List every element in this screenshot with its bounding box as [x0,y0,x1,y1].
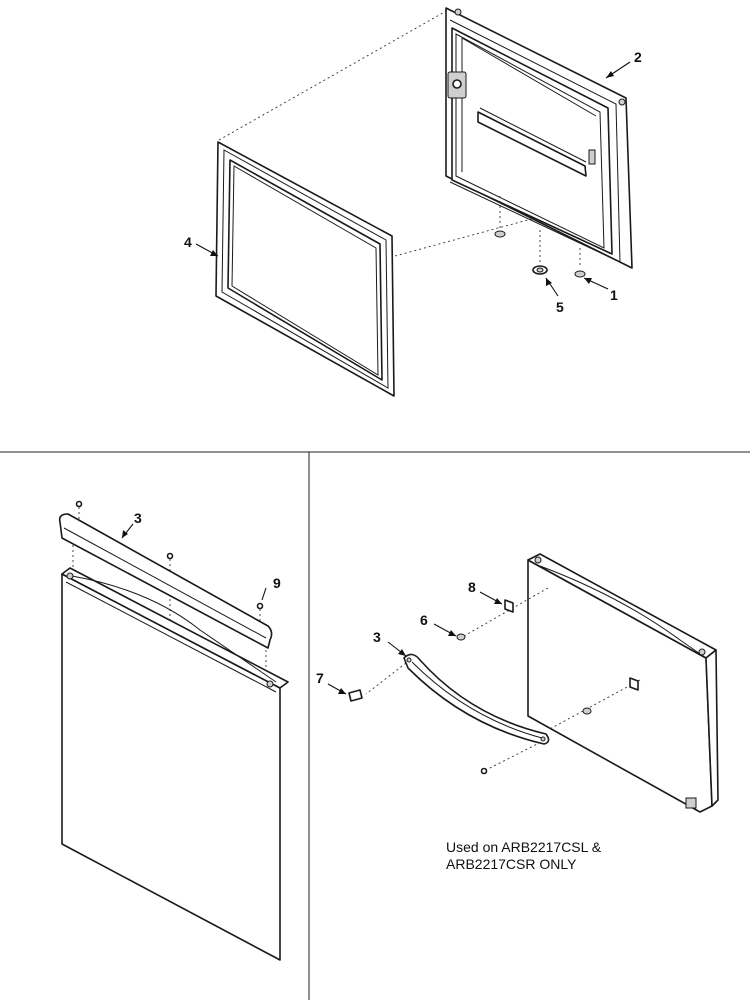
callout-6: 6 [420,612,428,628]
model-note-line-1: Used on ARB2217CSL & [446,839,602,855]
door-gasket [215,141,395,397]
handle-bracket-upper [504,599,514,613]
lower-door-panel [61,567,289,961]
alignment-line-top [218,9,449,141]
door-stop-pin [494,230,506,238]
handle-screw-bottom [480,767,488,775]
bushing [532,265,548,275]
callout-4: 4 [184,234,192,250]
screw-left-top [75,500,83,508]
door-pin [574,270,586,278]
callout-3-right: 3 [373,629,381,645]
handle-screw-upper [456,633,466,641]
callout-5: 5 [556,299,564,315]
callout-2: 2 [634,49,642,65]
screw-center-top [166,552,174,560]
door-trim-strip [58,513,273,649]
handle-bracket-lower [629,677,639,691]
callout-9: 9 [273,575,281,591]
door-handle [403,653,550,745]
model-note-line-2: ARB2217CSR ONLY [446,856,577,872]
model-note: Used on ARB2217CSL & ARB2217CSR ONLY [446,839,706,873]
callout-1: 1 [610,287,618,303]
handle-screw-lower [582,707,592,715]
screw-right-top [256,602,264,610]
callout-8: 8 [468,579,476,595]
door-with-handle [527,553,719,813]
callout-3-left: 3 [134,510,142,526]
handle-end-cap [348,689,363,702]
alignment-line-bottom [394,217,536,257]
freezer-door [445,7,633,269]
callout-7: 7 [316,670,324,686]
